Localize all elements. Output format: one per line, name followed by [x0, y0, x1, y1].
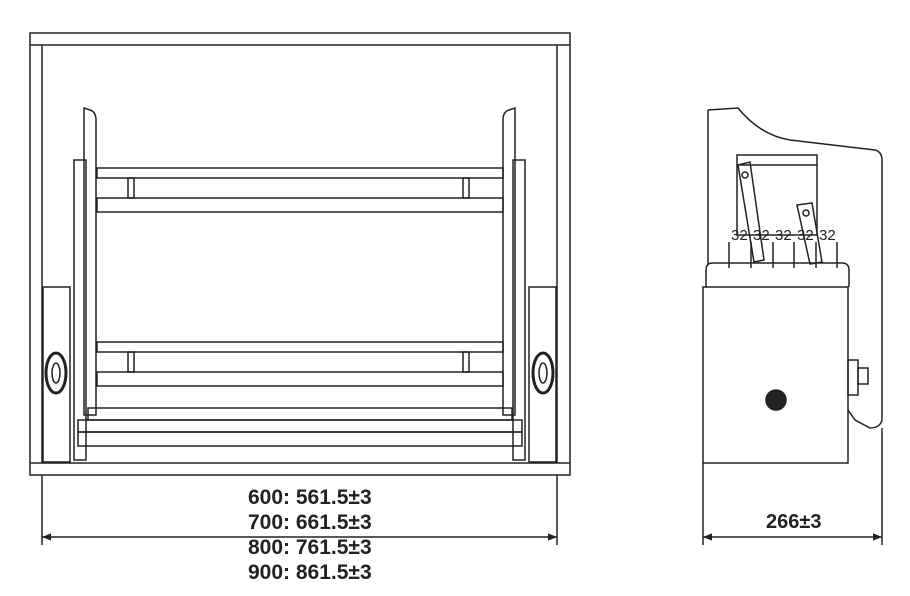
lower-basket — [77, 341, 523, 447]
spacing-label: 32 — [731, 227, 748, 244]
depth-dim-label: 266±3 — [766, 511, 821, 533]
spacing-ticks — [728, 242, 838, 268]
cabinet-outline — [29, 32, 571, 476]
basket-box-side — [702, 286, 849, 464]
side-bracket — [707, 107, 883, 429]
left-arm — [42, 106, 97, 463]
width-dim-800: 800: 761.5±3 — [248, 536, 372, 559]
upper-basket — [96, 167, 504, 213]
front-view — [29, 32, 571, 545]
spacing-label: 32 — [819, 227, 836, 244]
width-dim-900: 900: 861.5±3 — [248, 561, 372, 584]
knob — [765, 389, 787, 411]
right-arm — [502, 106, 557, 463]
side-view — [702, 107, 883, 545]
spacing-label: 32 — [797, 227, 814, 244]
width-dim-600: 600: 561.5±3 — [248, 486, 372, 509]
spacing-label: 32 — [775, 227, 792, 244]
spacing-label: 32 — [753, 227, 770, 244]
width-dim-700: 700: 661.5±3 — [248, 511, 372, 534]
